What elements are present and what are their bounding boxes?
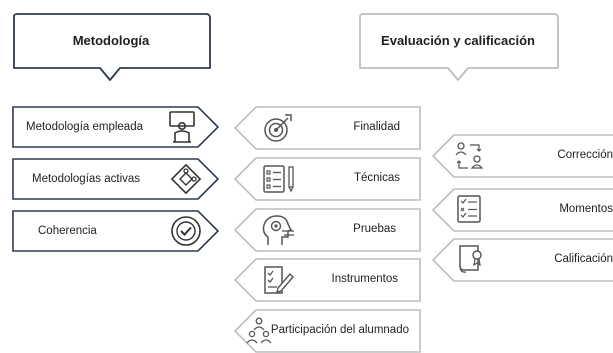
evaluation-header-callout: Evaluación y calificación <box>356 12 560 82</box>
checklist-document-icon <box>457 195 481 223</box>
teacher-board-icon <box>169 111 195 143</box>
arrow-shape <box>12 106 220 148</box>
arrow-shape <box>12 210 220 252</box>
arrow-shape <box>234 106 421 150</box>
evaluation-item-label: Técnicas <box>353 172 400 184</box>
methodology-item-metodologias-activas: Metodologías activas <box>12 158 220 200</box>
people-group-icon <box>246 317 272 344</box>
methodology-item-label: Coherencia <box>38 225 97 237</box>
grading-item-correccion: Corrección <box>432 134 613 178</box>
evaluation-item-pruebas: Pruebas <box>234 208 422 252</box>
evaluation-item-instrumentos: Instrumentos <box>234 258 422 302</box>
head-gears-icon <box>262 215 294 245</box>
callout-shape <box>13 13 211 81</box>
evaluation-item-label: Participación del alumnado <box>270 324 409 336</box>
arrow-shape <box>234 157 421 201</box>
methodology-item-label: Metodología empleada <box>26 121 143 133</box>
puzzle-icon <box>170 163 202 195</box>
evaluation-item-label: Finalidad <box>353 121 400 133</box>
grading-item-label: Momentos <box>559 203 613 215</box>
evaluation-item-finalidad: Finalidad <box>234 106 422 150</box>
document-pencil-icon <box>264 266 294 294</box>
people-exchange-icon <box>455 142 484 169</box>
methodology-header-title: Metodología <box>72 32 150 48</box>
evaluation-item-participacion: Participación del alumnado <box>234 309 422 353</box>
methodology-item-coherencia: Coherencia <box>12 210 220 252</box>
grading-item-label: Corrección <box>557 149 613 161</box>
target-icon <box>264 114 292 142</box>
evaluation-item-tecnicas: Técnicas <box>234 157 422 201</box>
methodology-item-label: Metodologías activas <box>32 173 141 185</box>
arrow-shape <box>432 188 613 232</box>
check-circle-icon <box>171 216 201 246</box>
callout-shape <box>359 13 559 81</box>
certificate-icon <box>459 245 482 273</box>
checklist-clipboard-icon <box>263 165 294 193</box>
methodology-item-metodologia-empleada: Metodología empleada <box>12 106 220 148</box>
evaluation-item-label: Instrumentos <box>331 273 398 285</box>
methodology-header-callout: Metodología <box>10 12 212 82</box>
grading-item-momentos: Momentos <box>432 188 613 232</box>
evaluation-header-title: Evaluación y calificación <box>381 32 535 48</box>
grading-item-label: Calificación <box>554 253 613 265</box>
evaluation-item-label: Pruebas <box>353 223 396 235</box>
arrow-shape <box>12 158 220 200</box>
grading-item-calificacion: Calificación <box>432 238 613 282</box>
